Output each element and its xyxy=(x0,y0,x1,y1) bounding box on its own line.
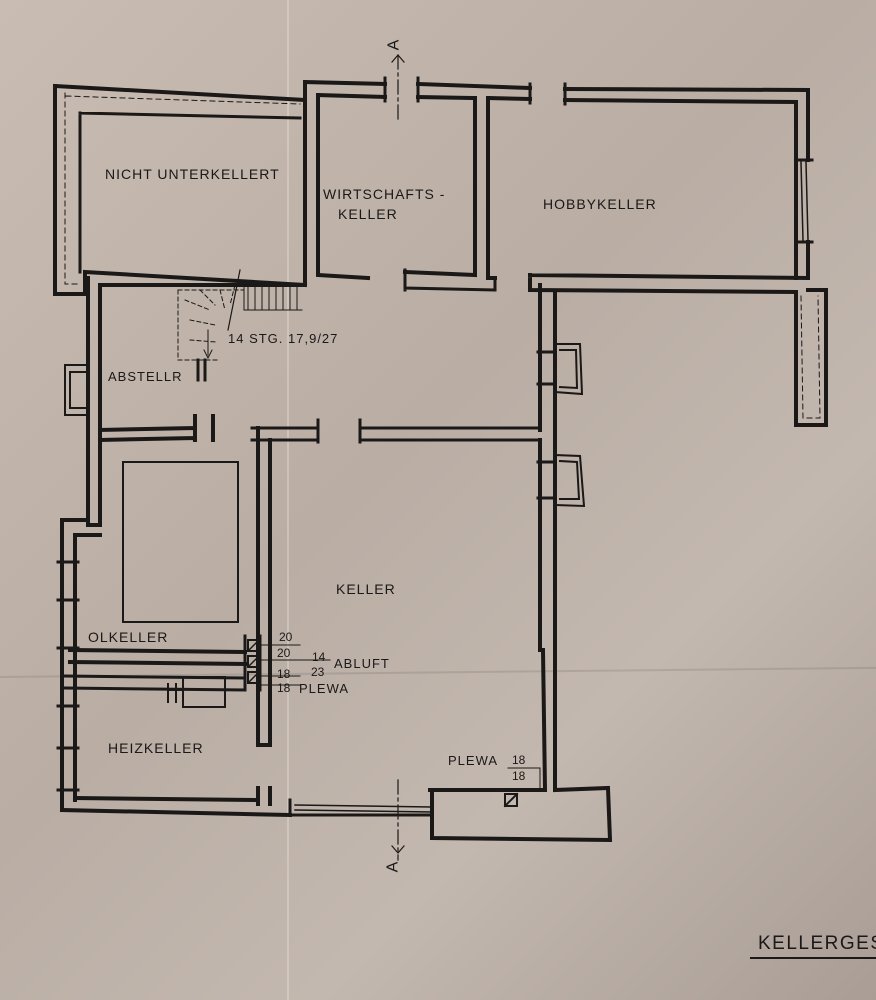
room-label-hobbykeller: HOBBYKELLER xyxy=(543,196,657,212)
wall-left-lower xyxy=(56,518,102,812)
wall-nicht-unterkellert xyxy=(52,83,308,296)
chimney-dim-18a: 18 xyxy=(277,667,291,681)
room-label-keller: KELLER xyxy=(336,581,396,597)
section-arrows xyxy=(391,54,405,854)
plewa-small-dim-a: 18 xyxy=(512,753,526,767)
room-label-wirtschaftskeller-2: KELLER xyxy=(338,206,398,222)
window-abstellraum xyxy=(64,364,89,416)
plewa-small-dim-b: 18 xyxy=(512,769,526,783)
drawing-title-underline xyxy=(750,957,876,959)
chimney-dim-20a: 20 xyxy=(279,630,293,644)
chimney-dim-18b: 18 xyxy=(277,681,291,695)
wall-bottom xyxy=(59,786,547,818)
room-label-wirtschaftskeller-1: WIRTSCHAFTS - xyxy=(323,186,446,202)
chimney-dim-23: 23 xyxy=(311,665,325,679)
wall-keller-top xyxy=(250,418,542,747)
chimney-dim-20b: 20 xyxy=(277,646,291,660)
chimney-label-plewa: PLEWA xyxy=(299,681,350,696)
paper-fold-vertical xyxy=(287,0,289,1000)
stair-treads xyxy=(177,269,303,361)
chimney-dim-lines xyxy=(261,644,331,686)
wall-wirtschaftskeller xyxy=(303,80,497,292)
room-label-nicht-unterkellert: NICHT UNTERKELLERT xyxy=(105,166,280,182)
room-label-abstellraum: ABSTELLR xyxy=(108,369,183,384)
window-bottom xyxy=(294,804,433,813)
wall-top xyxy=(302,76,814,280)
plewa-small xyxy=(503,767,541,808)
section-mark-top: A xyxy=(385,39,403,51)
oil-tank xyxy=(122,461,239,623)
chimney-label-abluft: ABLUFT xyxy=(334,656,390,671)
wall-hobbykeller-bottom xyxy=(527,272,828,427)
plewa-small-label: PLEWA xyxy=(448,753,499,768)
wall-keller-right xyxy=(430,283,613,843)
dashed-right-annex xyxy=(800,295,821,419)
room-label-olkeller: OLKELLER xyxy=(88,629,169,645)
chimney-dim-14: 14 xyxy=(312,650,326,664)
room-label-heizkeller: HEIZKELLER xyxy=(108,740,204,756)
boiler xyxy=(167,676,226,708)
drawing-title: KELLERGES xyxy=(758,933,876,954)
window-hobby-right xyxy=(800,161,809,241)
section-mark-bottom: A xyxy=(384,861,402,873)
wall-abstellraum xyxy=(86,276,307,527)
window-keller-right-2 xyxy=(553,453,586,508)
chimneys xyxy=(246,638,261,685)
stair-label: 14 STG. 17,9/27 xyxy=(228,331,339,346)
dashed-insulation xyxy=(64,92,301,285)
window-keller-right-1 xyxy=(553,343,584,396)
